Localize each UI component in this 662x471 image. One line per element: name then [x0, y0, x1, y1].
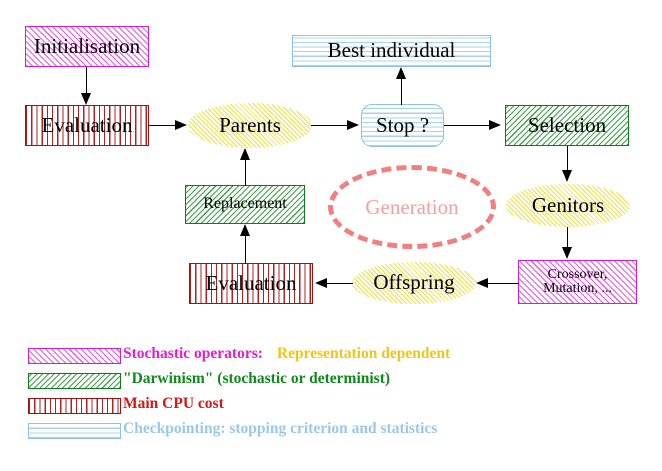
edge-parents-stop [311, 125, 349, 127]
arrowhead-stop-selection [489, 120, 501, 130]
arrowhead-evaluation-replacement [240, 224, 250, 236]
node-selection[interactable]: Selection [505, 105, 629, 146]
arrowhead-offspring-evaluation [315, 278, 327, 288]
legend-label-checkpointing-a: Checkpointing: stopping criterion and st… [123, 420, 438, 437]
arrowhead-selection-genitors [562, 170, 572, 182]
legend-label-main-cpu-cost-a: Main CPU cost [123, 395, 224, 412]
node-offspring-label: Offspring [373, 270, 455, 295]
node-generation-cycle: Generation [328, 165, 496, 249]
node-best-individual[interactable]: Best individual [292, 35, 491, 67]
node-replacement-label: Replacement [203, 195, 287, 213]
legend-label-representation-dependent: Representation dependent [276, 345, 451, 362]
legend-swatch-main-cpu-cost [28, 398, 121, 414]
arrowhead-replacement-parents [240, 148, 250, 160]
node-genitors[interactable]: Genitors [506, 184, 630, 227]
legend-swatch-stochastic-operators [28, 348, 121, 364]
arrowhead-genitors-crossover [562, 247, 572, 259]
legend-swatch-checkpointing [28, 423, 121, 439]
node-selection-label: Selection [527, 112, 607, 137]
node-parents[interactable]: Parents [188, 103, 312, 148]
legend-label-main-cpu-cost: Main CPU cost [123, 395, 224, 413]
legend-label-darwinism: "Darwinism" (stochastic or determinist) [123, 370, 390, 388]
node-initialisation[interactable]: Initialisation [25, 26, 149, 67]
node-parents-label: Parents [219, 112, 281, 137]
edge-genitors-crossover [567, 227, 569, 249]
arrowhead-evaluation-parents [175, 120, 187, 130]
edge-stop-selection [444, 125, 491, 127]
edge-stop-best-individual [401, 79, 403, 105]
node-evaluation-top-label: Evaluation [41, 112, 133, 137]
legend-swatch-darwinism [28, 373, 121, 389]
node-crossover-mutation[interactable]: Crossover, Mutation, ... [518, 260, 637, 304]
edge-evaluation-replacement [245, 236, 247, 264]
node-initialisation-label: Initialisation [33, 33, 141, 58]
node-genitors-label: Genitors [531, 192, 605, 217]
node-crossover-mutation-label: Crossover, Mutation, ... [543, 266, 612, 296]
node-stop-label: Stop ? [375, 112, 430, 137]
legend-label-stochastic-operators: Stochastic operators: Representation depe… [123, 345, 450, 363]
edge-selection-genitors [567, 146, 569, 172]
arrowhead-stop-best-individual [396, 67, 406, 79]
node-evaluation-top[interactable]: Evaluation [25, 105, 149, 146]
legend-label-darwinism-a: "Darwinism" (stochastic or determinist) [123, 370, 391, 387]
arrowhead-initialisation-evaluation [81, 93, 91, 105]
node-generation-label: Generation [365, 194, 459, 219]
edge-initialisation-evaluation [86, 67, 88, 95]
legend-label-checkpointing: Checkpointing: stopping criterion and st… [123, 420, 437, 438]
legend-label-stochastic-operators-a: Stochastic operators: [123, 345, 263, 362]
edge-replacement-parents [245, 160, 247, 186]
arrowhead-parents-stop [347, 120, 359, 130]
edge-evaluation-parents [149, 125, 177, 127]
node-evaluation-bottom[interactable]: Evaluation [189, 263, 313, 304]
node-replacement[interactable]: Replacement [185, 185, 305, 224]
node-best-individual-label: Best individual [327, 38, 456, 63]
node-evaluation-bottom-label: Evaluation [205, 270, 297, 295]
edge-crossover-offspring [487, 283, 519, 285]
edge-offspring-evaluation [326, 283, 353, 285]
node-offspring[interactable]: Offspring [352, 262, 476, 304]
node-stop[interactable]: Stop ? [361, 104, 444, 147]
arrowhead-crossover-offspring [476, 278, 488, 288]
